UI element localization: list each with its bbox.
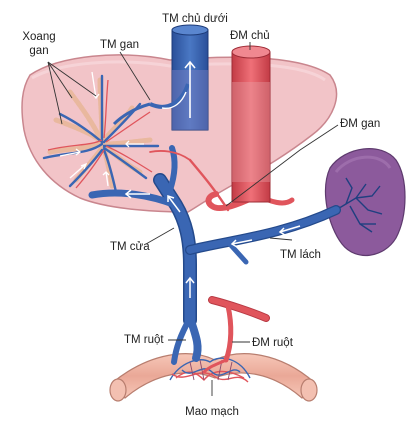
intestinal-artery: [202, 296, 270, 374]
capillary-network: [169, 357, 251, 383]
flow-arrows-portal: [124, 189, 301, 298]
label-portal-vein: TM cửa: [110, 241, 150, 253]
splenic-branches: [335, 177, 383, 233]
label-ivc: TM chủ dưới: [162, 13, 228, 25]
aorta: [231, 45, 271, 203]
leader-lines: [47, 42, 339, 396]
spleen: [324, 148, 406, 257]
label-intestinal-artery: ĐM ruột: [252, 337, 293, 349]
label-hepatic-vein: TM gan: [100, 39, 139, 51]
label-aorta: ĐM chủ: [230, 30, 270, 42]
hepatic-vein: [112, 102, 151, 126]
sinusoid-arteries: [47, 79, 153, 189]
flow-arrows-liver: [59, 71, 144, 187]
portal-vein: [88, 145, 341, 365]
label-capillaries: Mao mạch: [185, 406, 239, 418]
inferior-vena-cava: [149, 24, 209, 131]
label-hepatic-artery: ĐM gan: [340, 118, 381, 130]
label-sinusoid-line1: Xoang: [22, 31, 56, 43]
intestine: [109, 353, 318, 402]
label-sinusoid-line2: gan: [29, 45, 49, 57]
label-intestinal-vein: TM ruột: [124, 334, 164, 346]
label-splenic-vein: TM lách: [280, 249, 321, 261]
